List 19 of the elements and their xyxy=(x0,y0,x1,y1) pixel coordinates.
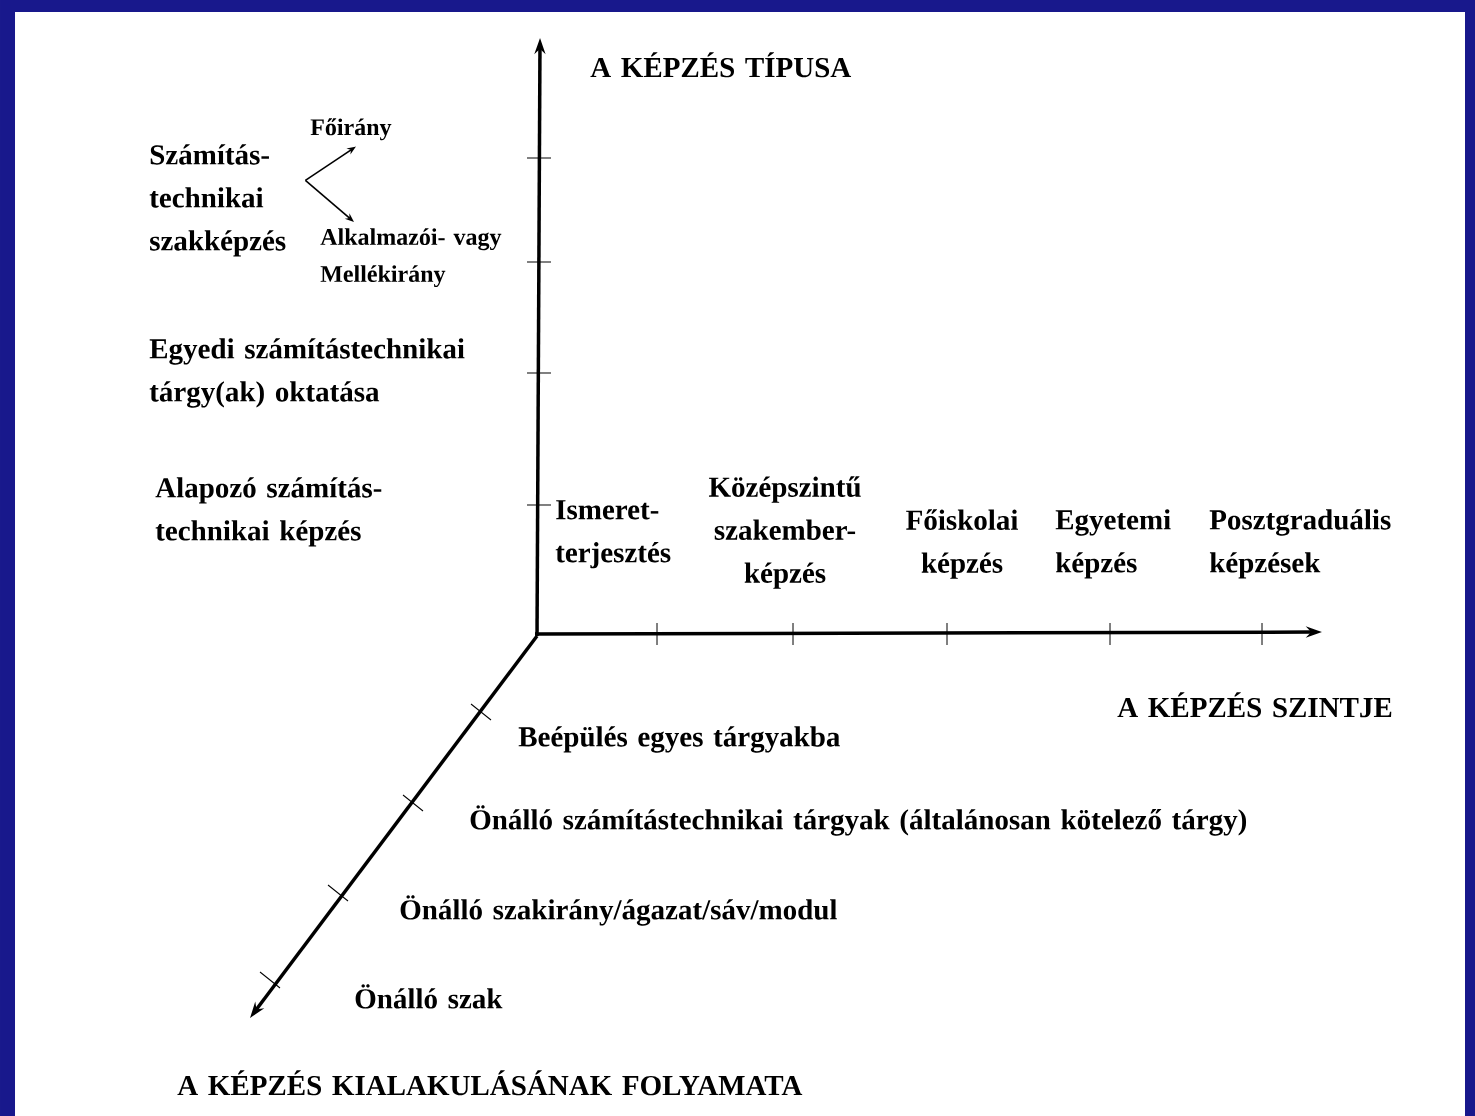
arrow xyxy=(304,179,354,222)
branch-label: Főirány xyxy=(310,118,392,141)
branch-label: Alkalmazói- vagy Mellékirány xyxy=(320,228,502,288)
category-label: Ismeret-terjesztés xyxy=(555,500,671,569)
category-label: Önálló számítástechnikai tárgyak (általánosan kötelező tárgy) xyxy=(470,805,1247,836)
category-label: Alapozó számítás-technikai képzés xyxy=(155,477,382,547)
axis-title: A KÉPZÉS TÍPUSA xyxy=(590,52,852,78)
branch-heading: Számítás-technikai szakképzés xyxy=(149,144,286,257)
category-label: Posztgraduális képzések xyxy=(1209,509,1391,579)
category-label: Önálló szak xyxy=(355,984,503,1009)
axis-title: A KÉPZÉS KIALAKULÁSÁNAK FOLYAMATA xyxy=(177,1070,803,1096)
category-label: Főiskolai képzés xyxy=(906,509,1018,579)
category-label: Egyetemi képzés xyxy=(1055,509,1171,579)
category-label: Beépülés egyes tárgyakba xyxy=(518,726,840,753)
category-label: Középszintű szakember-képzés xyxy=(709,476,861,589)
category-label: Önálló szakirány/ágazat/sáv/modul xyxy=(400,895,837,926)
arrow xyxy=(304,146,356,182)
axis-title: A KÉPZÉS SZINTJE xyxy=(1117,692,1392,718)
category-label: Egyedi számítástechnikai tárgy(ak) oktatása xyxy=(149,338,465,408)
